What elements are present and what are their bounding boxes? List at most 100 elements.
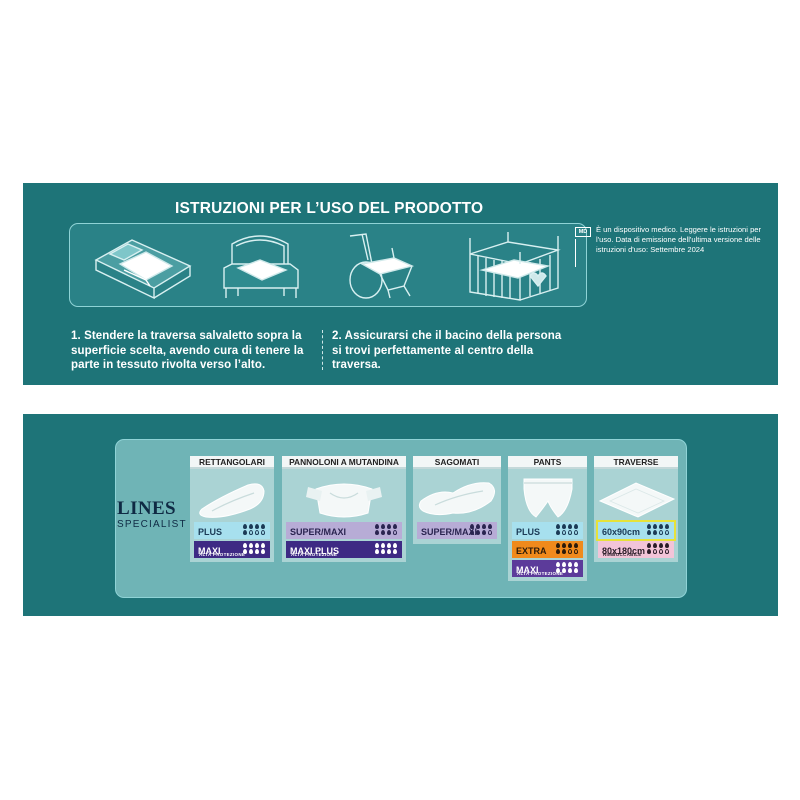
armchair-illustration <box>223 235 299 298</box>
absorbency-drops <box>647 543 670 555</box>
drop-icon <box>556 530 560 535</box>
drop-icon <box>556 549 560 554</box>
absorbency-drops <box>375 524 398 536</box>
instructions-title: ISTRUZIONI PER L’USO DEL PRODOTTO <box>175 200 484 217</box>
drop-icon <box>387 543 391 548</box>
drop-icon <box>243 549 247 554</box>
drop-icon <box>393 549 397 554</box>
drop-icon <box>393 524 397 529</box>
row-super-maxi: SUPER/MAXI <box>286 522 402 539</box>
wheelchair-illustration <box>349 233 415 299</box>
drop-icon <box>653 543 657 548</box>
category-sagomati: SAGOMATI SUPER/MAXI <box>413 456 501 544</box>
category-traverse: TRAVERSE 60x90cm 80x180cm RIMBOCCABILE <box>594 456 678 562</box>
category-title: SAGOMATI <box>413 456 501 469</box>
absorbency-drops <box>375 543 398 555</box>
drop-icon <box>665 549 669 554</box>
drop-icon <box>574 524 578 529</box>
bed-illustration <box>94 239 192 300</box>
brand-subline: SPECIALIST <box>117 519 187 530</box>
instruction-step-2: 2. Assicurarsi che il bacino della perso… <box>332 330 562 371</box>
medical-device-note: È un dispositivo medico. Leggere le istr… <box>596 225 762 254</box>
drop-icon <box>255 549 259 554</box>
drop-icon <box>261 524 265 529</box>
drop-icon <box>261 543 265 548</box>
drop-icon <box>647 543 651 548</box>
drop-icon <box>381 549 385 554</box>
drop-icon <box>562 549 566 554</box>
drop-icon <box>562 562 566 567</box>
drop-icon <box>574 549 578 554</box>
shaped-pad-image <box>418 482 495 516</box>
drop-icon <box>574 543 578 548</box>
drop-icon <box>381 543 385 548</box>
drop-icon <box>476 524 480 529</box>
drop-icon <box>249 543 253 548</box>
drop-icon <box>574 568 578 573</box>
drop-icon <box>375 524 379 529</box>
rectangular-pad-image <box>199 483 265 518</box>
pants-image <box>523 478 573 518</box>
drop-icon <box>488 524 492 529</box>
drop-icon <box>659 543 663 548</box>
drop-icon <box>375 530 379 535</box>
drop-icon <box>556 524 560 529</box>
drop-icon <box>470 530 474 535</box>
drop-icon <box>568 524 572 529</box>
drop-icon <box>568 568 572 573</box>
drop-icon <box>381 530 385 535</box>
drop-icon <box>574 562 578 567</box>
drop-icon <box>470 524 474 529</box>
row-extra: EXTRA <box>512 541 583 558</box>
drop-icon <box>393 543 397 548</box>
instructions-panel: ISTRUZIONI PER L’USO DEL PRODOTTO <box>23 183 778 385</box>
drop-icon <box>482 524 486 529</box>
category-pants: PANTS PLUS EXTRA MAXI ALTA PROTEZIONE <box>508 456 587 581</box>
drop-icon <box>556 543 560 548</box>
drop-icon <box>568 562 572 567</box>
drop-icon <box>375 549 379 554</box>
product-range-panel: LINES SPECIALIST RETTANGOLARI PLUS MAXI … <box>23 414 778 616</box>
drop-icon <box>568 530 572 535</box>
drop-icon <box>387 530 391 535</box>
drop-icon <box>562 568 566 573</box>
category-rettangolari: RETTANGOLARI PLUS MAXI ALTA PROTEZIONE <box>190 456 274 562</box>
drop-icon <box>647 524 651 529</box>
drop-icon <box>255 543 259 548</box>
drop-icon <box>665 543 669 548</box>
drop-icon <box>476 530 480 535</box>
drop-icon <box>255 524 259 529</box>
drop-icon <box>387 524 391 529</box>
drop-icon <box>381 524 385 529</box>
underpad-image <box>598 482 676 518</box>
drop-icon <box>665 524 669 529</box>
brand-name: LINES <box>117 498 177 519</box>
drop-icon <box>387 549 391 554</box>
drop-icon <box>568 543 572 548</box>
drop-icon <box>665 530 669 535</box>
row-80x180: 80x180cm RIMBOCCABILE <box>598 541 674 558</box>
absorbency-drops <box>556 524 579 536</box>
absorbency-drops <box>647 524 670 536</box>
drop-icon <box>653 524 657 529</box>
drop-icon <box>249 530 253 535</box>
drop-icon <box>562 524 566 529</box>
drop-icon <box>659 549 663 554</box>
drop-icon <box>647 549 651 554</box>
row-plus: PLUS <box>512 522 583 539</box>
drop-icon <box>249 549 253 554</box>
category-title: RETTANGOLARI <box>190 456 274 469</box>
drop-icon <box>647 530 651 535</box>
brand-logo: LINES SPECIALIST <box>117 499 187 531</box>
drop-icon <box>653 530 657 535</box>
drop-icon <box>659 530 663 535</box>
medical-note-line <box>575 239 577 267</box>
drop-icon <box>393 530 397 535</box>
absorbency-drops <box>556 543 579 555</box>
category-title: PANNOLONI A MUTANDINA <box>282 456 406 469</box>
drop-icon <box>243 524 247 529</box>
drop-icon <box>562 530 566 535</box>
drop-icon <box>568 549 572 554</box>
category-pannoloni-a-mutandina: PANNOLONI A MUTANDINA SUPER/MAXI MAXI PL… <box>282 456 406 562</box>
row-plus: PLUS <box>194 522 270 539</box>
